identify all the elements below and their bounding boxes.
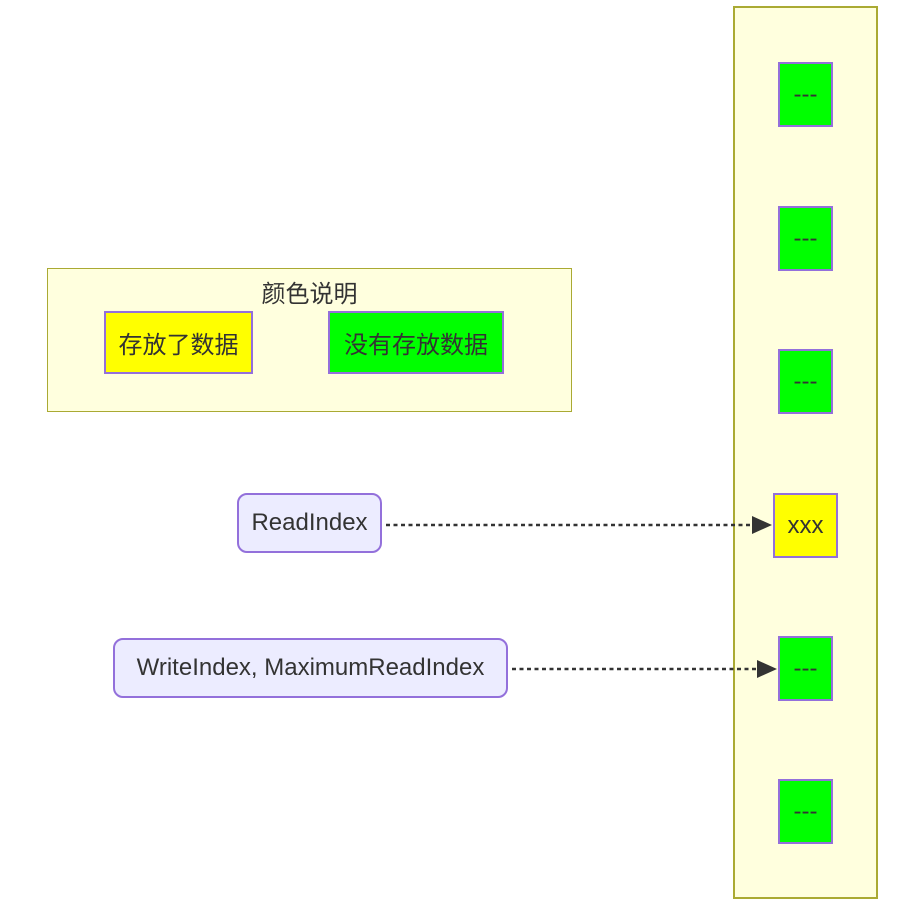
read-index-arrow	[386, 516, 772, 534]
write-index-node: WriteIndex, MaximumReadIndex	[113, 638, 508, 698]
legend-swatch-filled: 存放了数据	[104, 311, 253, 374]
buffer-cell: ---	[778, 779, 833, 844]
buffer-column	[733, 6, 878, 899]
buffer-cell: ---	[778, 62, 833, 127]
legend-title: 颜色说明	[261, 281, 358, 308]
legend-swatch-empty: 没有存放数据	[328, 311, 504, 374]
read-index-node: ReadIndex	[237, 493, 382, 553]
buffer-cell: ---	[778, 349, 833, 414]
legend-box: 颜色说明 存放了数据 没有存放数据	[47, 268, 572, 412]
buffer-cell-write-target: ---	[778, 636, 833, 701]
buffer-cell: ---	[778, 206, 833, 271]
buffer-cell-read-target: xxx	[773, 493, 838, 558]
